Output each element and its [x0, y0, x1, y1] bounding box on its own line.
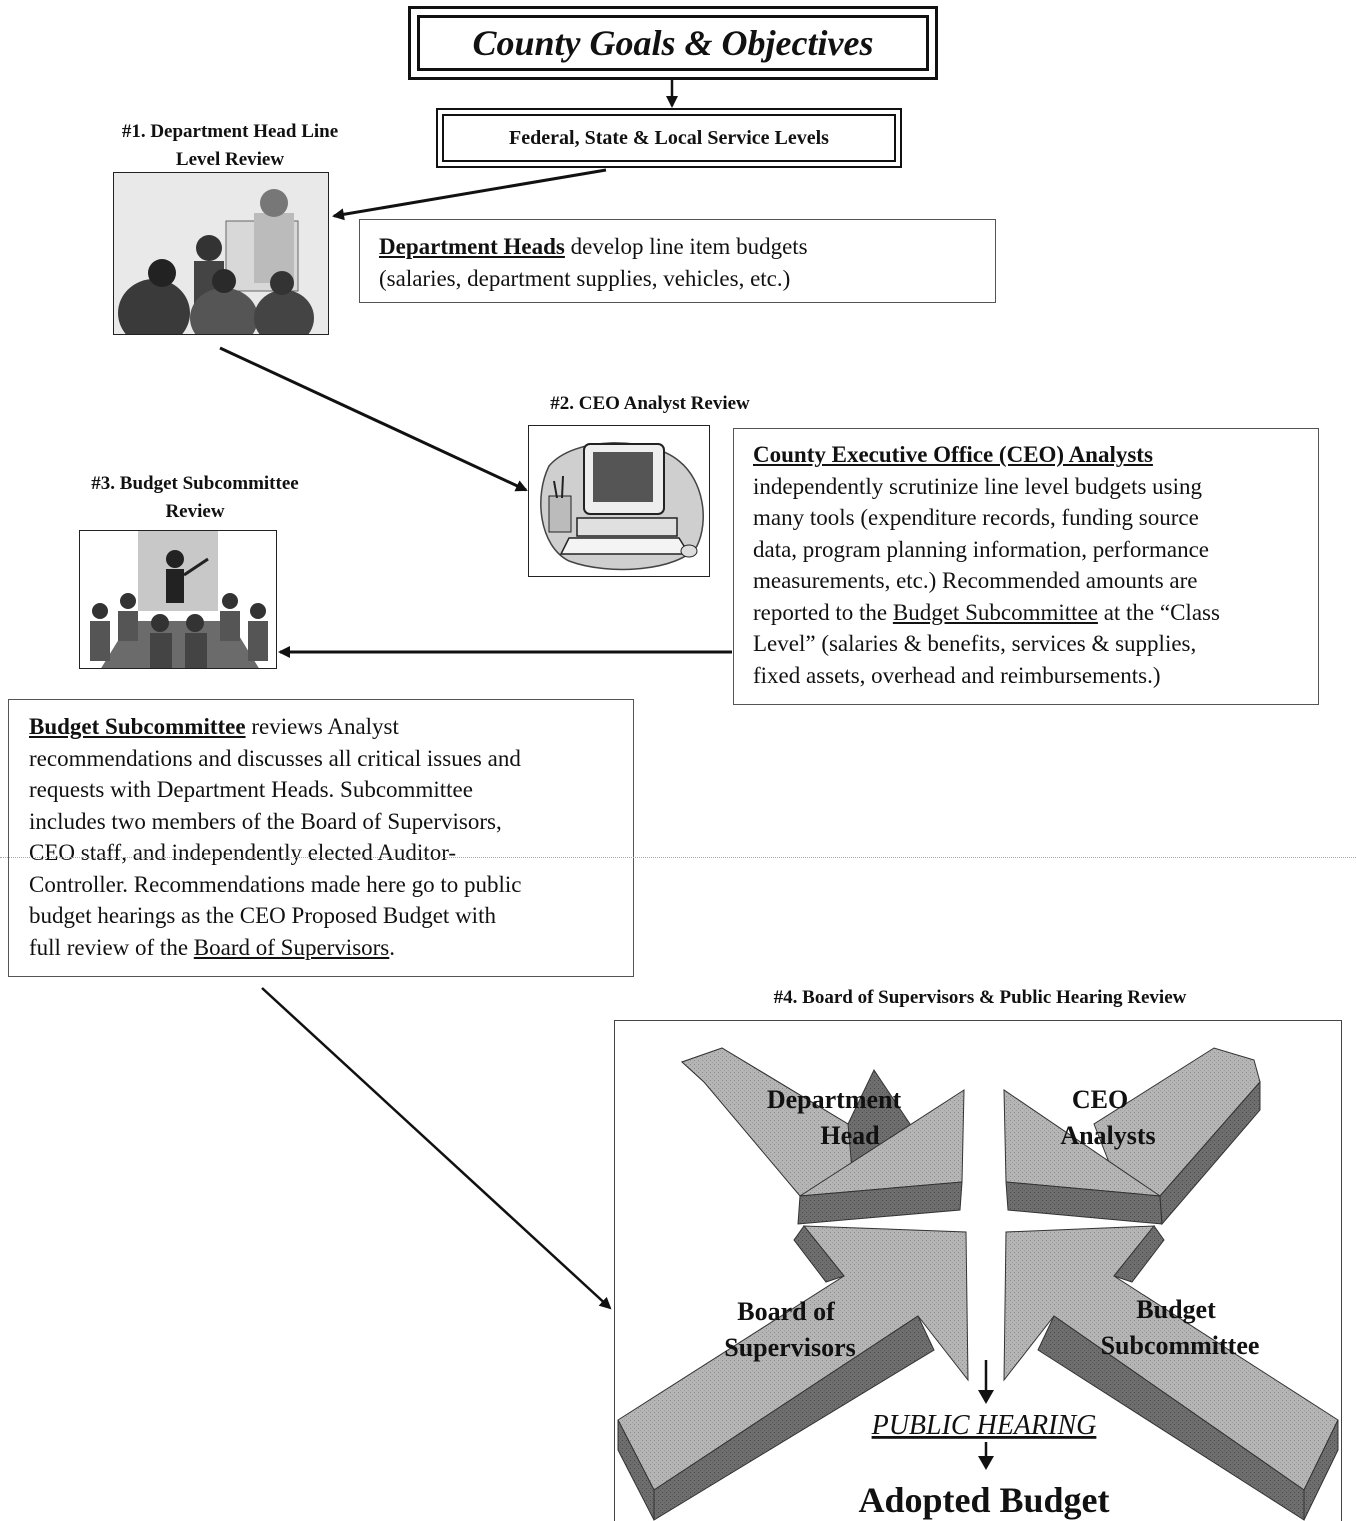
dotted-divider	[0, 857, 1356, 858]
adopted-budget-label: Adopted Budget	[858, 1480, 1109, 1520]
arrow-department-head	[681, 1047, 965, 1225]
arrow-step3-to-step4	[261, 987, 612, 1310]
label-department: Department	[767, 1085, 902, 1114]
step1-description: Department Heads develop line item budge…	[359, 219, 996, 303]
label-head: Head	[820, 1121, 880, 1150]
arrow-budget-subcommittee	[1003, 1225, 1339, 1521]
converging-arrows: Department Head CEO Analysts Board of Su…	[617, 1047, 1339, 1521]
arrow-step1-to-step2	[219, 346, 528, 492]
computer-clipart	[528, 425, 710, 577]
arrow-ceo-analysts	[1003, 1047, 1261, 1226]
step3-label: #3. Budget Subcommittee Review	[91, 473, 299, 522]
service-levels-text: Federal, State & Local Service Levels	[442, 114, 896, 162]
service-levels-box: Federal, State & Local Service Levels	[436, 108, 902, 168]
arrow-board-of-supervisors	[617, 1225, 969, 1521]
label-analysts: Analysts	[1060, 1121, 1155, 1150]
label-budget: Budget	[1136, 1295, 1216, 1324]
step1-label: #1. Department Head Line Level Review	[121, 121, 339, 170]
label-board-of: Board of	[737, 1297, 835, 1326]
arrow-service-to-step1	[332, 168, 607, 221]
meeting-clipart	[113, 172, 329, 335]
presentation-clipart	[79, 530, 277, 669]
label-supervisors: Supervisors	[724, 1333, 855, 1362]
public-hearing-label: PUBLIC HEARING	[871, 1410, 1097, 1441]
step4-frame	[614, 1020, 1342, 1521]
title-text: County Goals & Objectives	[417, 15, 929, 71]
step4-label: #4. Board of Supervisors & Public Hearin…	[773, 987, 1187, 1008]
title-box: County Goals & Objectives	[408, 6, 938, 80]
label-subcommittee: Subcommittee	[1101, 1331, 1260, 1360]
step2-label: #2. CEO Analyst Review	[550, 393, 750, 414]
label-ceo: CEO	[1072, 1085, 1128, 1114]
step2-description: County Executive Office (CEO) Analysts i…	[733, 428, 1319, 705]
step3-description: Budget Subcommittee reviews Analyst reco…	[8, 699, 634, 977]
